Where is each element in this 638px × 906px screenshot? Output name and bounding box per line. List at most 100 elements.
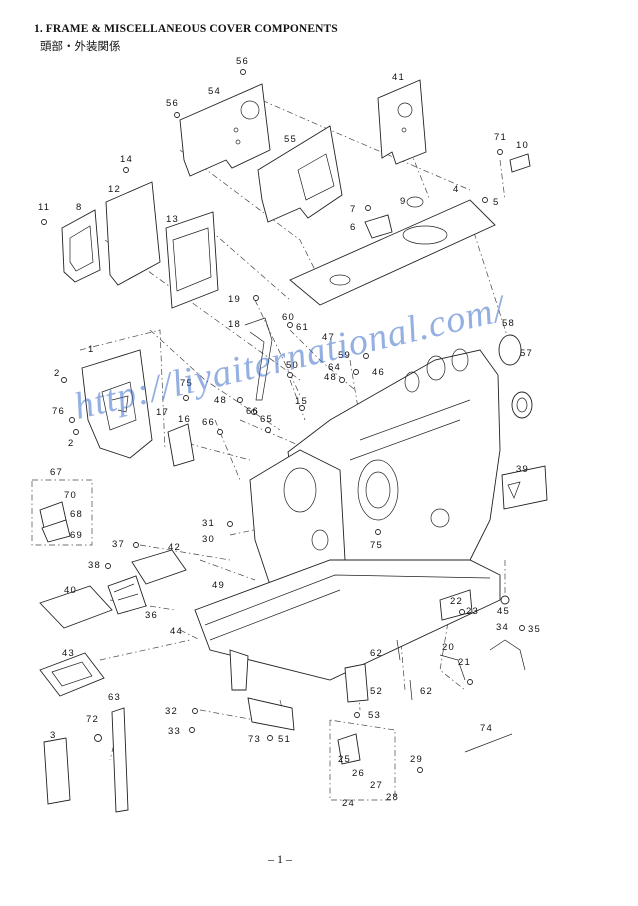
page-title: 1. FRAME & MISCELLANEOUS COVER COMPONENT… <box>34 23 338 35</box>
callout-2: 2 <box>54 368 60 379</box>
part-6-bracket <box>364 214 393 239</box>
part-52-cover <box>344 663 369 703</box>
callout-17: 17 <box>156 407 169 418</box>
part-62-screw <box>396 639 413 701</box>
part-1-face-cover <box>81 349 153 459</box>
page-subtitle: 頭部・外装関係 <box>40 41 121 53</box>
callout-49: 49 <box>212 580 225 591</box>
callout-13: 13 <box>166 214 179 225</box>
callout-41: 41 <box>392 72 405 83</box>
part-57-cap <box>511 391 533 419</box>
callout-35: 35 <box>528 624 541 635</box>
part-24-box <box>337 733 361 765</box>
callout-66b: 66 <box>202 417 215 428</box>
callout-72: 72 <box>86 714 99 725</box>
callout-62b: 62 <box>420 686 433 697</box>
part-39-label <box>501 465 548 510</box>
callout-63: 63 <box>108 692 121 703</box>
callout-36: 36 <box>145 610 158 621</box>
part-18-lever <box>244 317 273 401</box>
callout-21: 21 <box>458 657 471 668</box>
part-16-plate <box>167 423 195 467</box>
part-20-lever <box>439 654 466 681</box>
callout-51: 51 <box>278 734 291 745</box>
callout-54: 54 <box>208 86 221 97</box>
callout-6: 6 <box>350 222 356 233</box>
callout-45: 45 <box>497 606 510 617</box>
machine-bed <box>194 559 501 691</box>
callout-12: 12 <box>108 184 121 195</box>
part-13-plate <box>165 211 219 309</box>
callout-76: 76 <box>52 406 65 417</box>
callout-47: 47 <box>322 332 335 343</box>
callout-10: 10 <box>516 140 529 151</box>
callout-20: 20 <box>442 642 455 653</box>
part-34-lever <box>489 639 526 671</box>
callout-56: 56 <box>236 56 249 67</box>
part-43-plate <box>39 652 105 697</box>
callout-56b: 56 <box>166 98 179 109</box>
callout-5: 5 <box>493 197 499 208</box>
part-4-bed-cover <box>289 196 496 306</box>
part-55-gasket <box>257 125 343 223</box>
callout-19: 19 <box>228 294 241 305</box>
callout-26: 26 <box>352 768 365 779</box>
callout-37: 37 <box>112 539 125 550</box>
callout-2b: 2 <box>68 438 74 449</box>
callout-38: 38 <box>88 560 101 571</box>
part-12-plate <box>105 181 161 286</box>
part-54-top-cover <box>179 83 271 177</box>
part-51-cover <box>247 697 295 731</box>
part-63-bracket <box>111 707 129 813</box>
callout-33: 33 <box>168 726 181 737</box>
callout-8: 8 <box>76 202 82 213</box>
callout-65: 65 <box>260 414 273 425</box>
callout-32: 32 <box>165 706 178 717</box>
callout-29: 29 <box>410 754 423 765</box>
callout-7: 7 <box>350 204 356 215</box>
callout-50: 50 <box>286 360 299 371</box>
callout-75: 75 <box>180 378 193 389</box>
callout-31: 31 <box>202 518 215 529</box>
callout-52: 52 <box>370 686 383 697</box>
callout-4: 4 <box>453 184 459 195</box>
callout-39: 39 <box>516 464 529 475</box>
callout-28: 28 <box>386 792 399 803</box>
callout-61: 61 <box>296 322 309 333</box>
page-number: – 1 – <box>268 852 292 866</box>
part-10-clip <box>509 153 531 173</box>
callout-64: 64 <box>328 362 341 373</box>
callout-69: 69 <box>70 530 83 541</box>
part-8-face-plate <box>61 209 101 283</box>
callout-59: 59 <box>338 350 351 361</box>
callout-58: 58 <box>502 318 515 329</box>
callout-9: 9 <box>400 196 406 207</box>
part-3-sheet <box>43 737 71 805</box>
callout-68: 68 <box>70 509 83 520</box>
callout-48: 48 <box>214 395 227 406</box>
callout-1: 1 <box>88 344 94 355</box>
callout-30: 30 <box>202 534 215 545</box>
callout-16: 16 <box>178 414 191 425</box>
callout-40: 40 <box>64 585 77 596</box>
callout-71: 71 <box>494 132 507 143</box>
part-42-plate <box>131 549 187 585</box>
callout-70: 70 <box>64 490 77 501</box>
callout-14: 14 <box>120 154 133 165</box>
callout-55: 55 <box>284 134 297 145</box>
callout-62: 62 <box>370 648 383 659</box>
callout-25: 25 <box>338 754 351 765</box>
callout-67: 67 <box>50 467 63 478</box>
callout-43: 43 <box>62 648 75 659</box>
callout-3: 3 <box>50 730 56 741</box>
callout-labels: 1 2 2 3 4 5 6 7 8 9 10 11 12 13 14 15 16… <box>38 56 541 809</box>
callout-60: 60 <box>282 312 295 323</box>
callout-53: 53 <box>368 710 381 721</box>
callout-34: 34 <box>496 622 509 633</box>
part-40-plate <box>39 585 113 629</box>
callout-75b: 75 <box>370 540 383 551</box>
part-58-pulley <box>498 334 522 366</box>
callout-66: 66 <box>246 406 259 417</box>
callout-44: 44 <box>170 626 183 637</box>
